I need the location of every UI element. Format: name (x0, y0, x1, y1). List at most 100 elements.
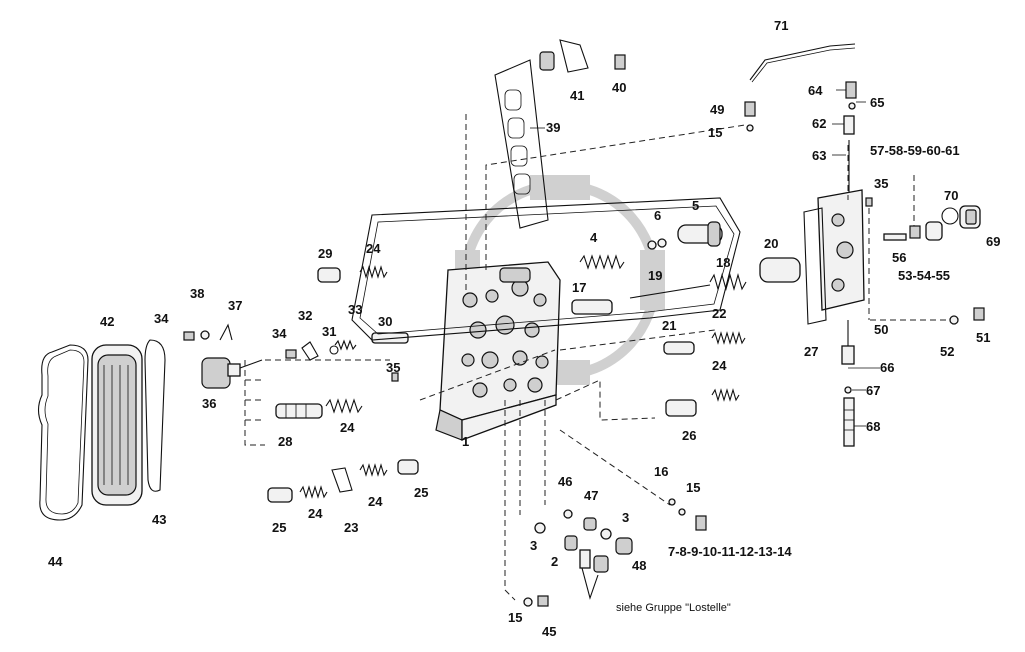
label-34: 34 (272, 326, 287, 341)
label-49: 49 (710, 102, 724, 117)
label-50: 50 (874, 322, 888, 337)
label-2: 2 (551, 554, 558, 569)
label-20: 20 (764, 236, 778, 251)
label-69: 69 (986, 234, 1000, 249)
part-29-plug (317, 267, 341, 283)
part-3-ring (600, 528, 612, 540)
part-46-ring (563, 509, 573, 519)
part-25-plug (267, 459, 419, 503)
part-15-ring (678, 508, 686, 516)
reference-note: siehe Gruppe "Lostelle" (616, 602, 731, 614)
label-45: 45 (542, 624, 556, 639)
label-67: 67 (866, 383, 880, 398)
part-51-screw (973, 307, 985, 321)
label-57-61: 57-58-59-60-61 (870, 143, 960, 158)
label-33: 33 (348, 302, 362, 317)
part-19-rod (629, 284, 711, 299)
label-26: 26 (682, 428, 696, 443)
label-17: 17 (572, 280, 586, 295)
part-26-plug (665, 399, 697, 417)
label-35: 35 (386, 360, 400, 375)
part-48-plug (615, 537, 633, 555)
part-37-clip (219, 323, 233, 341)
part-36-solenoid (201, 357, 263, 389)
part-71-pipe (749, 43, 856, 81)
label-65: 65 (870, 95, 884, 110)
part-39-gasket-holes (504, 89, 531, 195)
part-57-61-shim (909, 225, 921, 239)
part-47-plug (583, 517, 597, 531)
label-24: 24 (340, 420, 355, 435)
label-24: 24 (712, 358, 727, 373)
label-34: 34 (154, 311, 169, 326)
label-66: 66 (880, 360, 894, 375)
part-44-gasket (37, 344, 89, 521)
part-40-screw (614, 54, 626, 70)
part-27-gasket (803, 207, 827, 325)
label-22: 22 (712, 306, 726, 321)
part-17-valve (571, 299, 613, 315)
label-63: 63 (812, 148, 826, 163)
part-49-fitting (744, 101, 756, 117)
part-62-fitting (843, 115, 855, 135)
part-lostelle-sensor (579, 549, 609, 600)
label-4: 4 (590, 230, 598, 245)
label-68: 68 (866, 419, 880, 434)
label-48: 48 (632, 558, 646, 573)
part-34-screw (285, 349, 297, 359)
label-6: 6 (654, 208, 661, 223)
part-31-ring (329, 345, 339, 355)
part-24-spring (359, 265, 388, 279)
label-7-14: 7-8-9-10-11-12-13-14 (668, 544, 792, 559)
part-39-gasket (494, 59, 549, 229)
label-15: 15 (708, 125, 722, 140)
label-51: 51 (976, 330, 990, 345)
label-43: 43 (152, 512, 166, 527)
label-leaders (530, 89, 880, 427)
label-35: 35 (874, 176, 888, 191)
body-leader-lines (419, 110, 746, 601)
callout-labels: 1 2 3 3 4 5 6 7-8-9-10-11-12-13-14 15 15… (48, 18, 1000, 639)
part-5-valve (677, 221, 723, 247)
part-2-plug (564, 535, 578, 551)
part-41-sensor (539, 39, 589, 73)
part-33-spring (334, 339, 357, 351)
label-41: 41 (570, 88, 584, 103)
label-64: 64 (808, 83, 823, 98)
left-leader-lines (244, 359, 390, 446)
part-24-spring (299, 485, 328, 499)
part-24-spring (711, 388, 740, 402)
label-18: 18 (716, 255, 730, 270)
part-1-valve-body (435, 261, 561, 441)
part-32-clip (301, 341, 319, 361)
label-32: 32 (298, 308, 312, 323)
part-18-spring (709, 272, 747, 292)
label-40: 40 (612, 80, 626, 95)
part-43-seal (144, 339, 166, 492)
label-29: 29 (318, 246, 332, 261)
label-3: 3 (530, 538, 537, 553)
label-46: 46 (558, 474, 572, 489)
part-65-ring (848, 102, 856, 110)
label-52: 52 (940, 344, 954, 359)
part-16-ring (668, 498, 676, 506)
part-35-pin (865, 197, 873, 207)
part-24-spring (359, 463, 388, 477)
label-38: 38 (190, 286, 204, 301)
label-25: 25 (272, 520, 286, 535)
part-66-fitting (841, 320, 855, 365)
part-3-ring (534, 522, 546, 534)
label-28: 28 (278, 434, 292, 449)
label-36: 36 (202, 396, 216, 411)
part-52-ring (949, 315, 959, 325)
part-21-valve (663, 341, 695, 355)
label-21: 21 (662, 318, 676, 333)
part-64-fitting (845, 81, 857, 99)
part-4-spring (579, 254, 625, 270)
label-27: 27 (804, 344, 818, 359)
label-70: 70 (944, 188, 958, 203)
part-15-ring (523, 597, 533, 607)
part-67-ring (844, 386, 852, 394)
part-34-screw (183, 331, 195, 341)
label-16: 16 (654, 464, 668, 479)
